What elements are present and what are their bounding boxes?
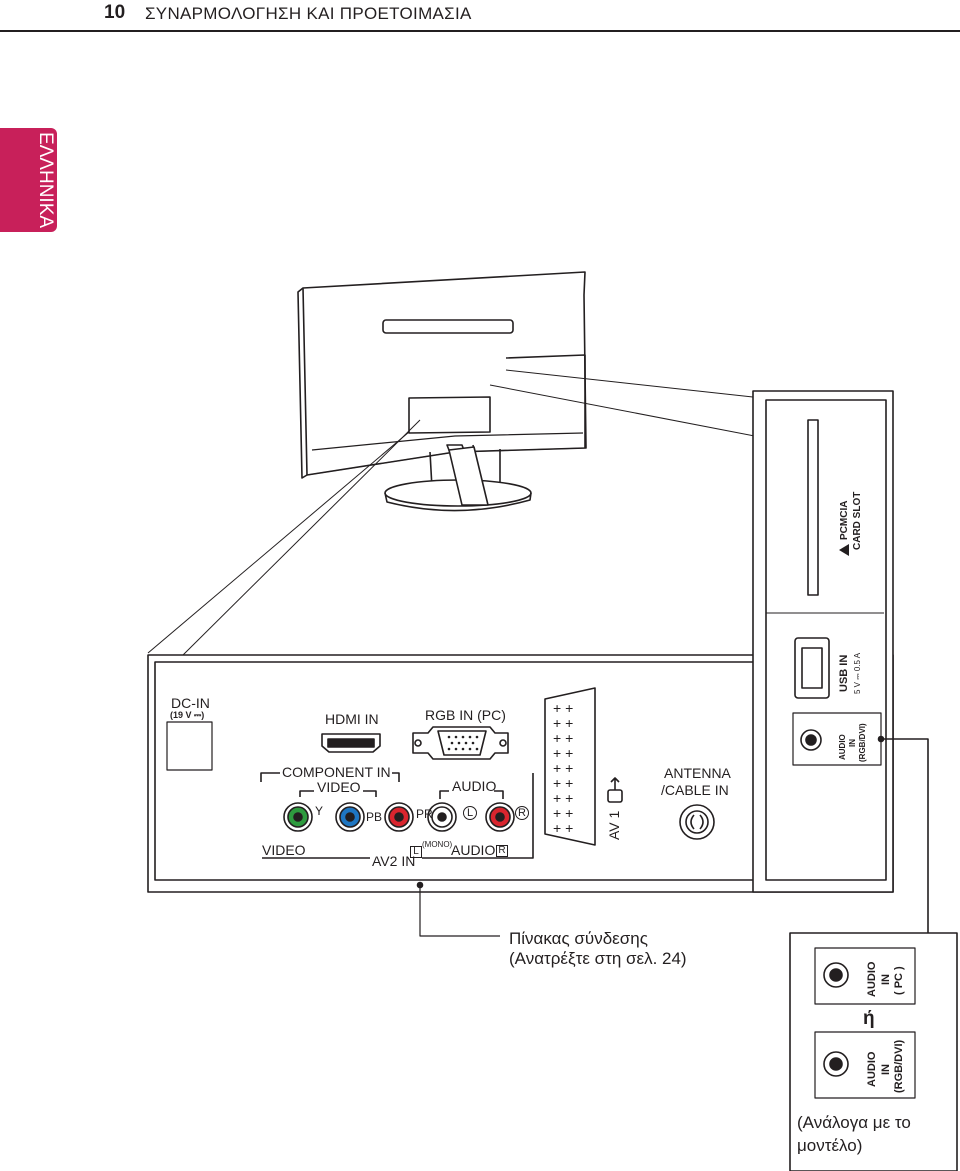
svg-text:+ +: + +: [553, 790, 573, 806]
pcmcia-label-line1: PCMCIA: [839, 501, 850, 540]
l-label: L: [463, 806, 477, 820]
pr-label: PR: [416, 807, 433, 821]
variant-rgb-line3: (RGB/DVI): [893, 1040, 905, 1093]
audio-in-line2: IN: [848, 739, 857, 747]
side-panel-outer: [753, 391, 893, 892]
av2-in-label: AV2 IN: [372, 853, 415, 869]
mono-label: (MONO): [422, 840, 452, 849]
svg-text:+ +: + +: [553, 730, 573, 746]
pb-label: PB: [366, 810, 382, 824]
variant-pc-line1: AUDIO: [866, 962, 878, 997]
connection-panel-line1: Πίνακας σύνδεσης: [509, 929, 648, 949]
antenna-label-line2: /CABLE IN: [661, 782, 729, 798]
svg-text:+ +: + +: [553, 775, 573, 791]
model-note-line1: (Ανάλογα με το: [797, 1113, 911, 1133]
av1-label: AV 1: [606, 811, 622, 840]
svg-text:+ +: + +: [553, 805, 573, 821]
pcmcia-label-line2: CARD SLOT: [852, 492, 863, 550]
variant-rgb-line1: AUDIO: [866, 1052, 878, 1087]
connection-panel-line2: (Ανατρέξτε στη σελ. 24): [509, 949, 687, 969]
usb-spec-label: 5 V ⎓ 0.5 A: [853, 653, 863, 694]
scart-pins: + + + + + + + + + + + + + + + + + +: [553, 700, 573, 836]
svg-text:+ +: + +: [553, 715, 573, 731]
svg-text:+ +: + +: [553, 760, 573, 776]
dc-in-label: DC-IN: [171, 695, 210, 711]
r-label: R: [515, 806, 529, 820]
antenna-label-line1: ANTENNA: [664, 765, 731, 781]
y-label: Y: [315, 804, 323, 818]
video-bottom-label: VIDEO: [262, 842, 306, 858]
audio-label: AUDIO: [452, 778, 496, 794]
audio-in-line1: AUDIO: [838, 734, 847, 760]
svg-text:+ +: + +: [553, 820, 573, 836]
or-label: ή: [863, 1008, 875, 1030]
component-in-label: COMPONENT IN: [282, 764, 391, 780]
variant-pc-line3: ( PC ): [893, 966, 905, 995]
rgb-in-label: RGB IN (PC): [425, 707, 506, 723]
usb-in-label: USB IN: [838, 655, 850, 692]
svg-text:+ +: + +: [553, 700, 573, 716]
component-video-label: VIDEO: [317, 779, 361, 795]
audio-bottom-label: AUDIO: [451, 842, 495, 858]
audio-in-line3: (RGB/DVI): [858, 723, 867, 762]
dc-in-spec: (19 V ⎓): [170, 710, 204, 721]
variant-rgb-line2: IN: [880, 1064, 892, 1075]
model-note-line2: μοντέλο): [797, 1136, 862, 1156]
hdmi-in-label: HDMI IN: [325, 711, 379, 727]
svg-text:+ +: + +: [553, 745, 573, 761]
variant-pc-line2: IN: [880, 974, 892, 985]
audio-bottom-r-label: R: [496, 845, 508, 857]
monitor-back-illustration: [298, 272, 586, 511]
